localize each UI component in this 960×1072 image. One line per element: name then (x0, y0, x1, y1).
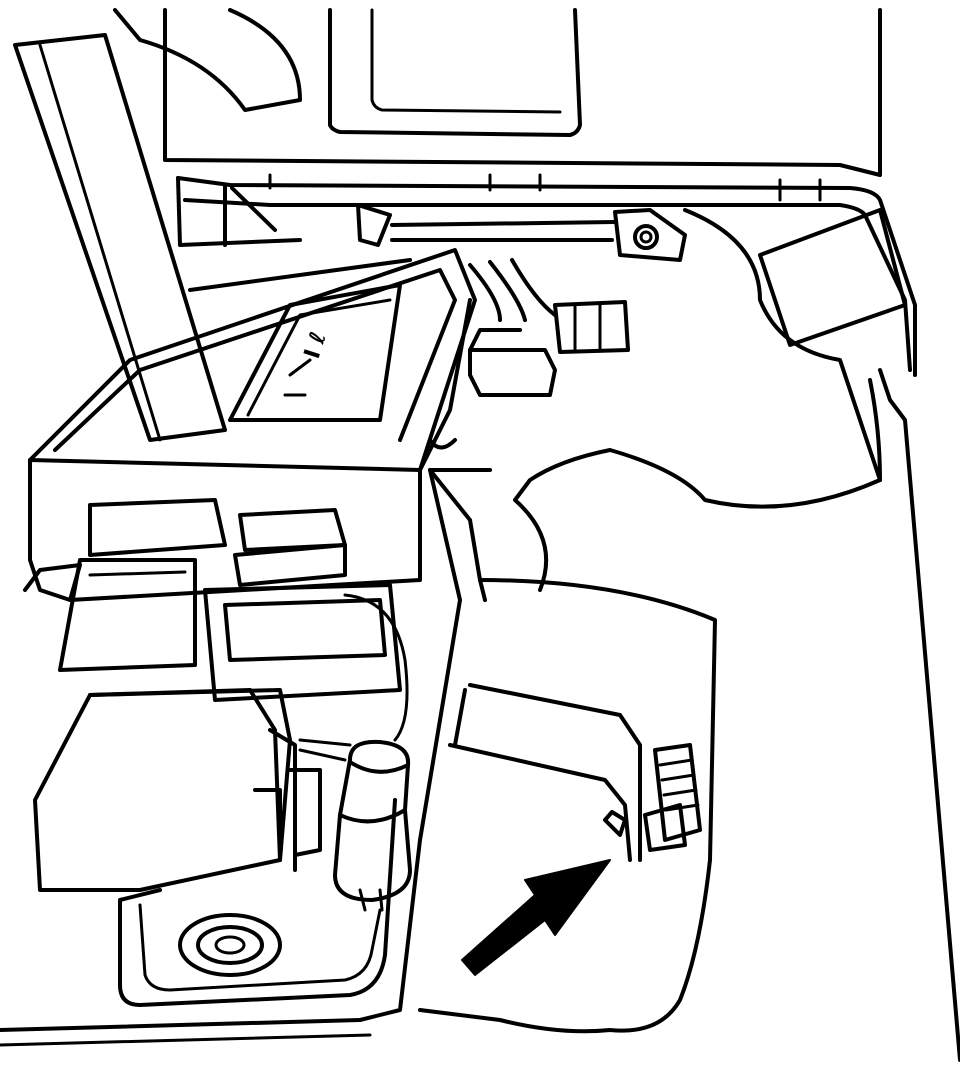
relay-blocks (23, 498, 409, 892)
lower-panel (0, 468, 492, 1047)
relay-label: I ℓ (300, 329, 332, 362)
right-kick-panel (513, 208, 960, 1062)
relay-module: I ℓ (28, 248, 477, 602)
upper-dash-panel (113, 8, 882, 177)
wiring-connector (468, 258, 630, 397)
diagonal-bar (13, 33, 227, 442)
canister (298, 738, 412, 912)
pointer-arrow-icon (461, 859, 611, 976)
mounting-bracket (418, 578, 717, 1034)
